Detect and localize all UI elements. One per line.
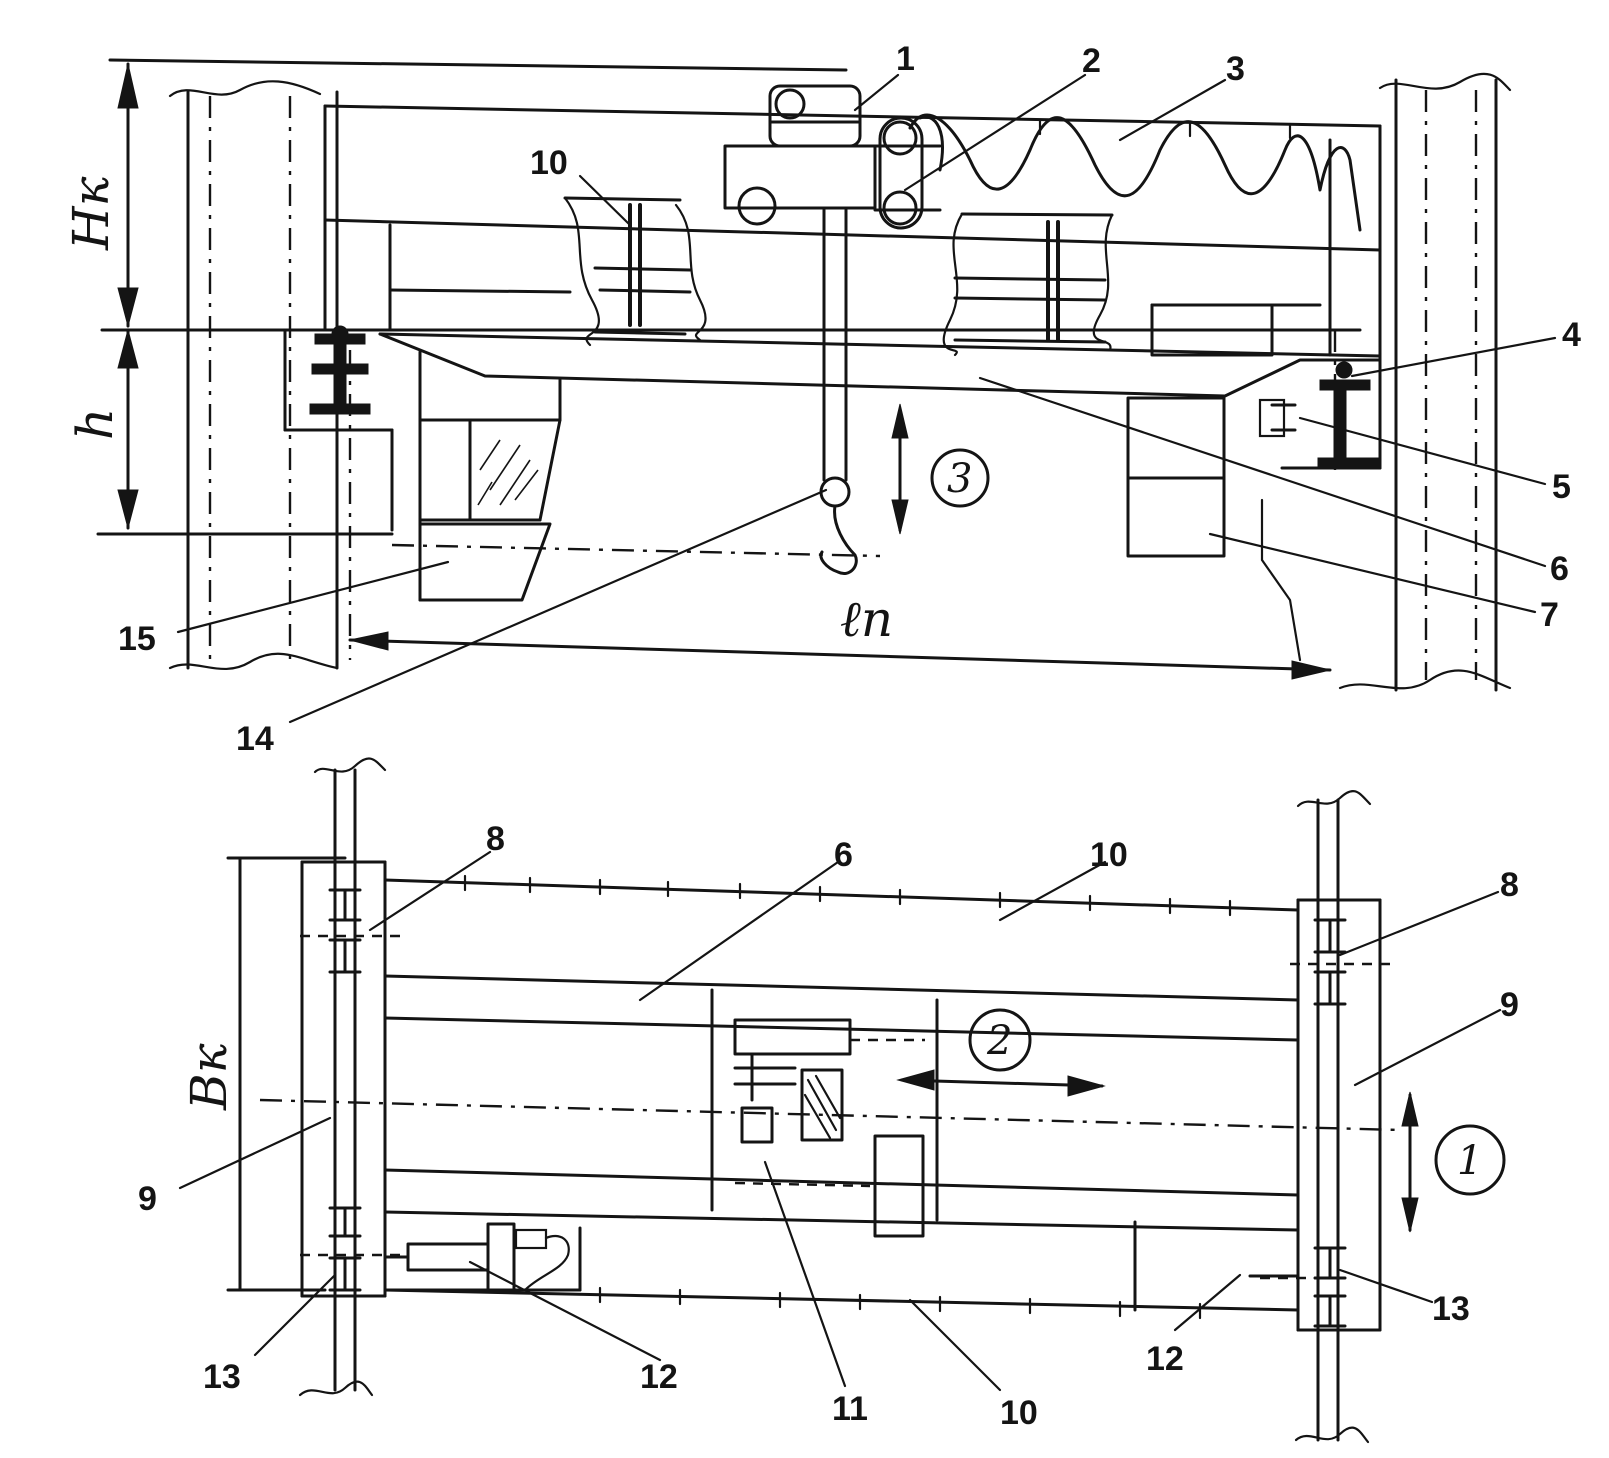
- label-15: 15: [118, 620, 156, 658]
- label-8-right: 8: [1500, 866, 1519, 904]
- label-8-left: 8: [486, 820, 505, 858]
- runway-rails: [298, 757, 1372, 1444]
- label-10-plan-bottom: 10: [1000, 1394, 1038, 1432]
- operator-cabin: [418, 350, 562, 602]
- label-14: 14: [236, 720, 274, 758]
- bk-label: Bк: [180, 1043, 238, 1111]
- motion-2-label: 2: [986, 1018, 1012, 1064]
- lp-label: ℓп: [840, 590, 893, 648]
- label-13-right: 13: [1432, 1290, 1470, 1328]
- trolley: [723, 84, 944, 230]
- h-label: h: [66, 408, 124, 440]
- end-carriage-right: [1260, 898, 1395, 1332]
- hk-label: Hк: [62, 176, 120, 251]
- label-11: 11: [832, 1390, 868, 1428]
- label-2: 2: [1082, 42, 1101, 80]
- bridge-drive-left: [383, 1222, 582, 1292]
- festoon-cable: [908, 113, 1362, 232]
- label-4: 4: [1562, 316, 1581, 354]
- motion-3-indicator: 3: [891, 403, 990, 535]
- lp-dimension: ℓп: [348, 350, 1332, 680]
- end-carriage-housing: [1126, 396, 1302, 662]
- plan-view: Bк: [138, 757, 1519, 1444]
- elevation-view: Hк h: [62, 40, 1581, 758]
- right-rail: [1258, 330, 1382, 470]
- motion-3-label: 3: [947, 456, 972, 502]
- label-6-plan: 6: [834, 836, 853, 874]
- end-carriage-left: [300, 860, 400, 1298]
- label-9-left: 9: [138, 1180, 157, 1218]
- motion-1-label: 1: [1457, 1138, 1482, 1184]
- label-1: 1: [896, 40, 915, 78]
- label-5: 5: [1552, 468, 1571, 506]
- left-building-column: [168, 80, 339, 671]
- label-3: 3: [1226, 50, 1245, 88]
- main-girders: [259, 878, 1401, 1312]
- label-10-plan-top: 10: [1090, 836, 1128, 874]
- plan-leaders: [178, 850, 1502, 1392]
- motion-2-indicator: 2: [896, 1008, 1106, 1097]
- bridge-girder: [323, 104, 1382, 398]
- h-dimension: h: [66, 328, 394, 536]
- trolley-plan: [710, 988, 939, 1238]
- motion-1-indicator: 1: [1401, 1091, 1506, 1233]
- right-building-column: [1338, 72, 1512, 692]
- label-12-left: 12: [640, 1358, 678, 1396]
- girder-ticks: [463, 874, 1232, 1320]
- label-12-right: 12: [1146, 1340, 1184, 1378]
- left-rail: [283, 325, 394, 532]
- bk-dimension: Bк: [180, 856, 347, 1292]
- label-10-top: 10: [530, 144, 568, 182]
- hk-dimension: Hк: [62, 58, 848, 328]
- hook-assembly: [819, 208, 858, 575]
- label-9-right: 9: [1500, 986, 1519, 1024]
- elevation-leaders: [176, 73, 1557, 724]
- bridge-drive-right: [1133, 1220, 1300, 1312]
- label-7: 7: [1540, 596, 1559, 634]
- label-13-left: 13: [203, 1358, 241, 1396]
- label-6-top: 6: [1550, 550, 1569, 588]
